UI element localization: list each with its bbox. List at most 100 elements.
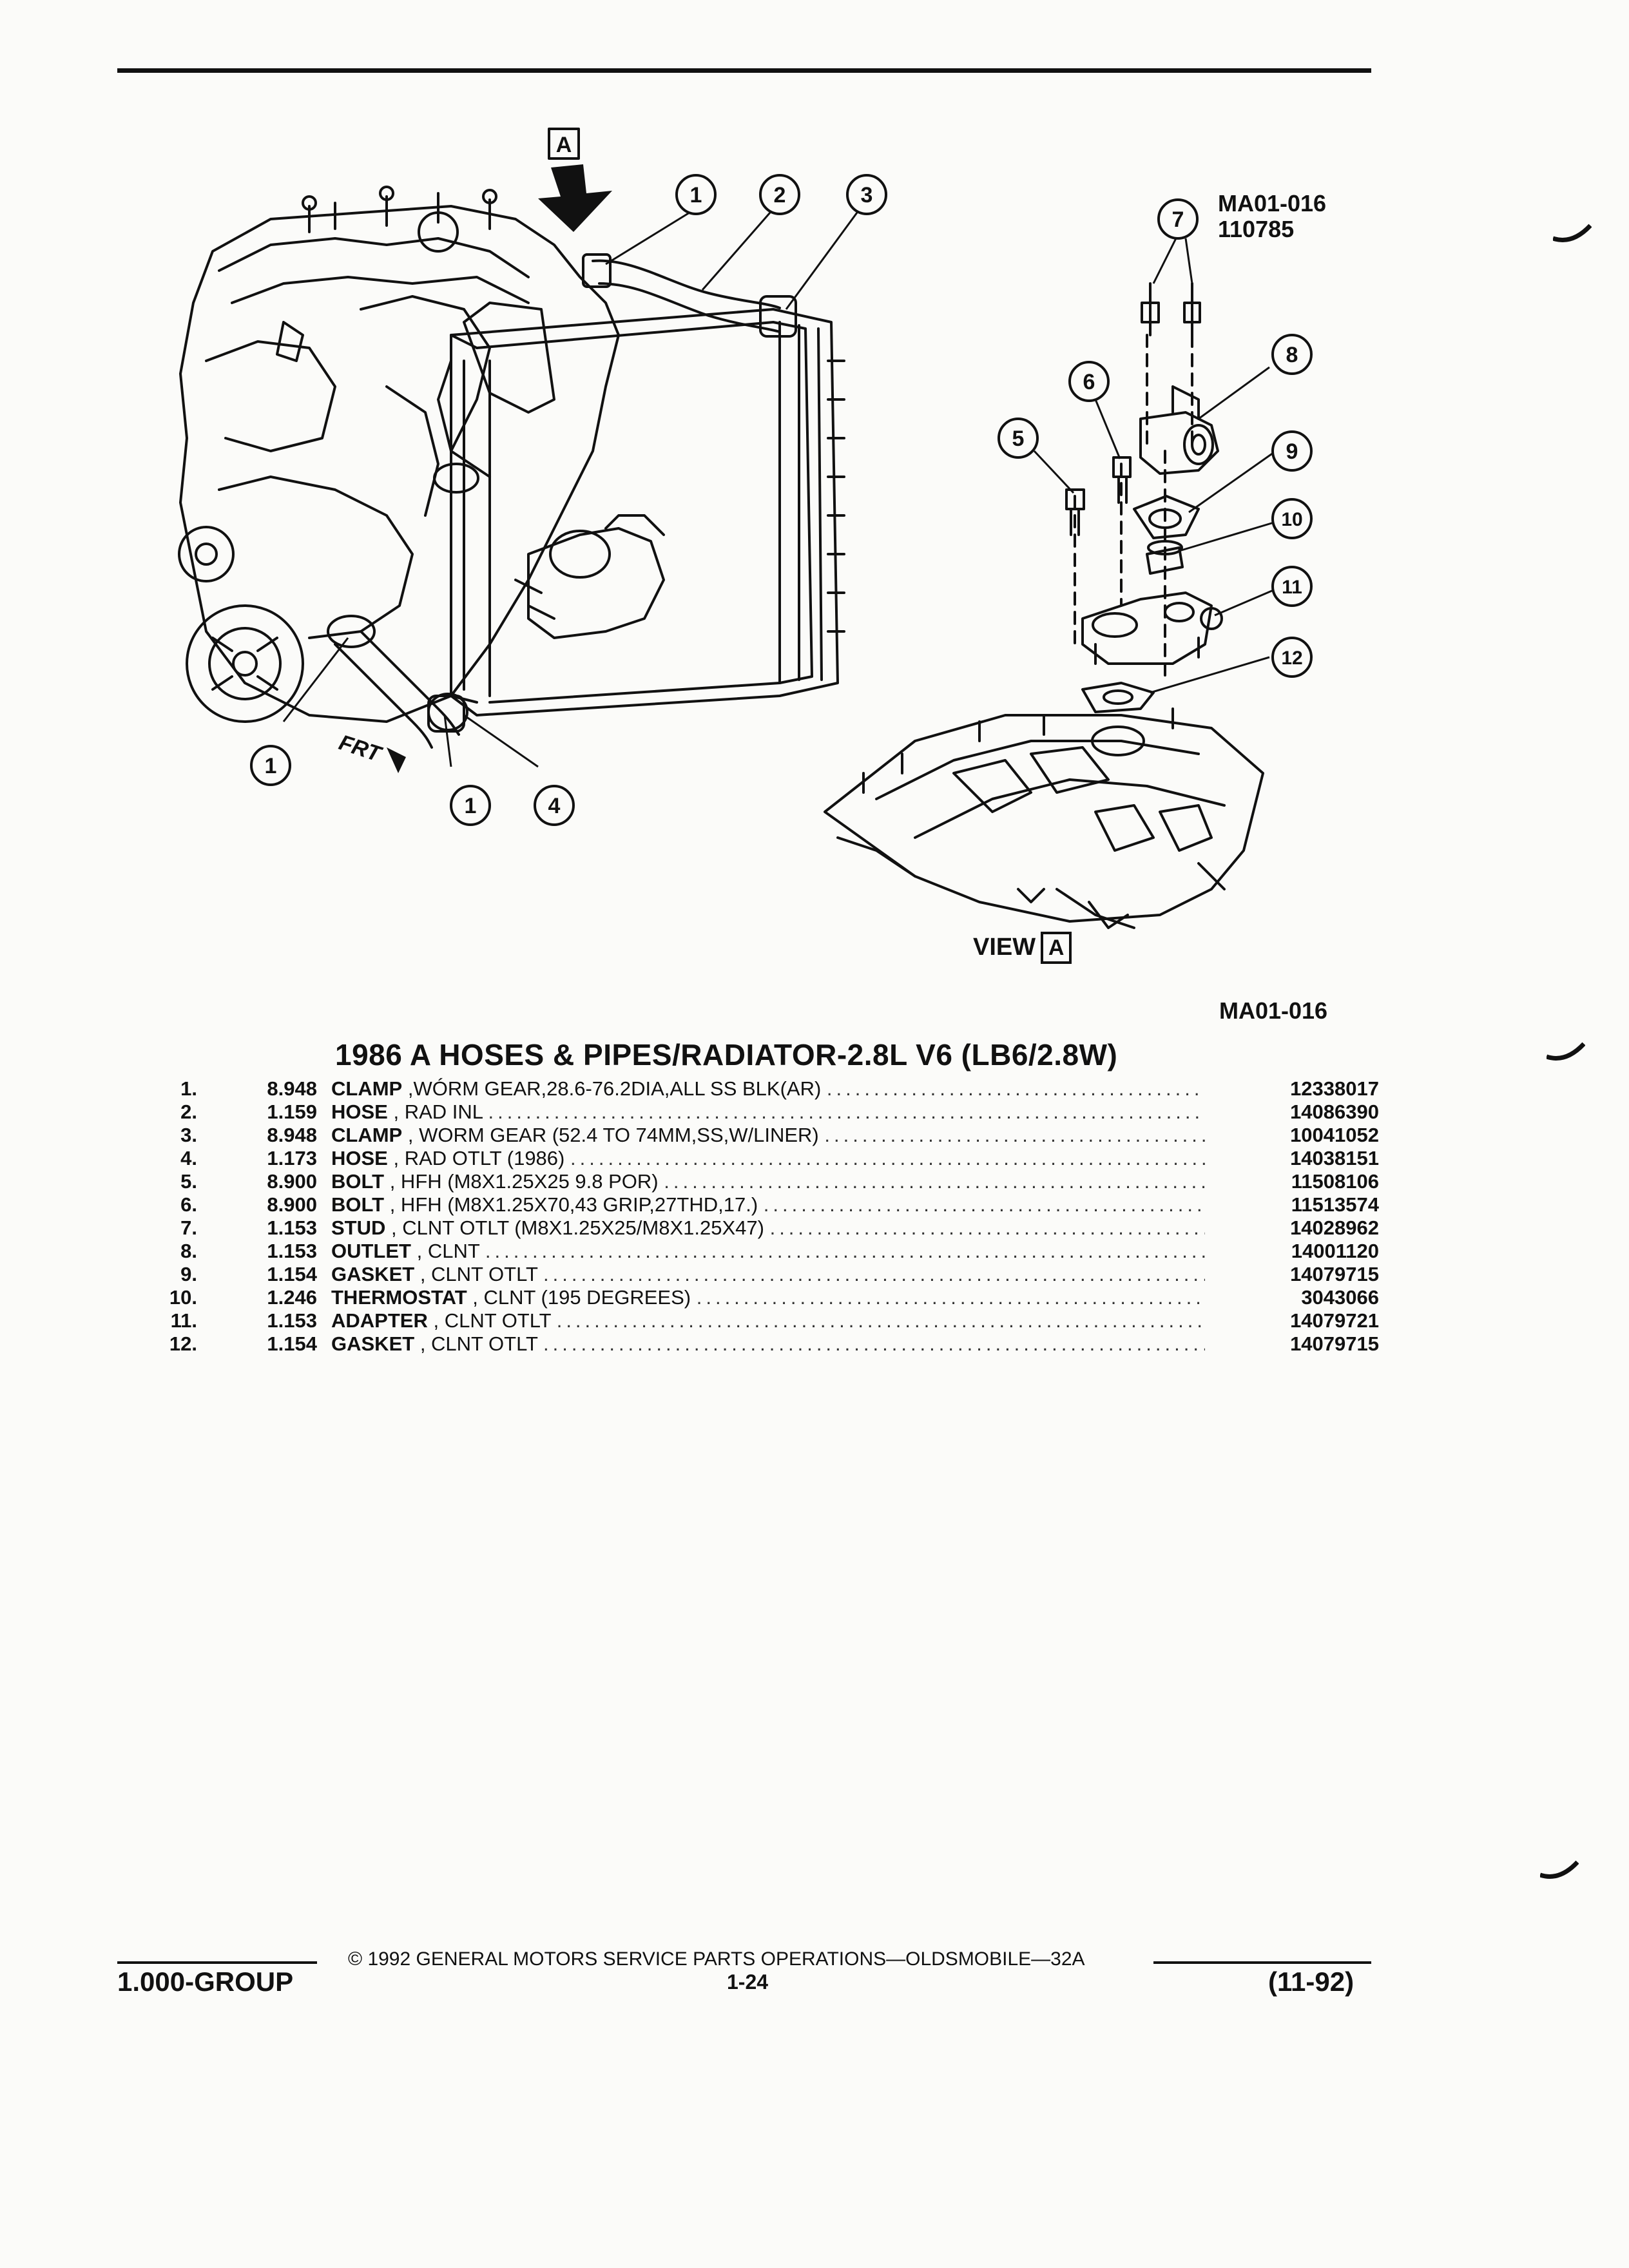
callout-12: 12 (1281, 648, 1302, 669)
part-spec: , CLNT OTLT (419, 1263, 538, 1285)
part-number: 3043066 (1301, 1286, 1379, 1309)
part-description: ADAPTER , CLNT OTLT ....................… (331, 1309, 1205, 1332)
gasket-upper (1133, 495, 1200, 539)
part-description: STUD , CLNT OTLT (M8X1.25X25/M8X1.25X47)… (331, 1216, 1205, 1240)
callout-1-bottom: 1 (465, 794, 477, 818)
figure-code: MA01-016 (1218, 190, 1327, 216)
part-name: GASKET (331, 1332, 415, 1355)
group-code: 8.900 (267, 1170, 317, 1193)
group-code: 1.173 (267, 1147, 317, 1169)
item-number: 8. (180, 1240, 197, 1262)
group-code: 1.154 (267, 1263, 317, 1285)
part-name: HOSE (331, 1100, 388, 1123)
radiator (450, 308, 839, 716)
part-spec: ,WÓRM GEAR,28.6-76.2DIA,ALL SS BLK(AR) (407, 1077, 822, 1100)
group-code: 1.159 (267, 1100, 317, 1123)
part-description: BOLT , HFH (M8X1.25X70,43 GRIP,27THD,17.… (331, 1193, 1205, 1216)
dot-leader: ........................................… (826, 1077, 1205, 1100)
callout-1-left: 1 (265, 754, 277, 778)
table-row: 1. 8.948 CLAMP ,WÓRM GEAR,28.6-76.2DIA,ALL… (155, 1077, 1379, 1100)
part-name: ADAPTER (331, 1309, 428, 1332)
view-word: VIEW (973, 934, 1036, 961)
part-name: HOSE (331, 1147, 388, 1169)
thermostat (1146, 546, 1184, 575)
footer-page-number: 1-24 (727, 1970, 769, 1994)
callout-3: 3 (861, 183, 873, 207)
table-row: 9. 1.154 GASKET , CLNT OTLT ..............… (155, 1263, 1379, 1286)
dot-leader: ........................................… (763, 1193, 1205, 1216)
section-title: 1986 A HOSES & PIPES/RADIATOR-2.8L V6 (L… (335, 1038, 1118, 1072)
coolant-adapter (1081, 591, 1213, 665)
binder-hole-mark (1540, 1860, 1579, 1879)
part-name: THERMOSTAT (331, 1286, 467, 1309)
callout-9: 9 (1286, 439, 1298, 464)
binder-hole-mark (1553, 224, 1592, 242)
part-number: 12338017 (1290, 1077, 1379, 1100)
part-spec: , HFH (M8X1.25X70,43 GRIP,27THD,17.) (389, 1193, 758, 1216)
part-number: 14086390 (1290, 1100, 1379, 1123)
callout-5: 5 (1012, 427, 1025, 451)
upper-hose (592, 259, 781, 309)
lower-hose (360, 630, 460, 736)
outlet-housing (1139, 411, 1219, 475)
view-a-arrow-box (548, 128, 580, 160)
item-number: 11. (170, 1309, 197, 1332)
part-description: GASKET , CLNT OTLT .....................… (331, 1263, 1205, 1286)
footer-date: (11-92) (1268, 1966, 1354, 1997)
item-number: 5. (180, 1170, 197, 1193)
dot-leader: ........................................… (696, 1286, 1205, 1309)
part-number: 14028962 (1290, 1216, 1379, 1239)
callout-8: 8 (1286, 343, 1298, 367)
part-spec: , WORM GEAR (52.4 TO 74MM,SS,W/LINER) (407, 1124, 819, 1146)
intake-manifold (824, 714, 1264, 923)
part-description: CLAMP ,WÓRM GEAR,28.6-76.2DIA,ALL SS BLK… (331, 1077, 1205, 1100)
dot-leader: ........................................… (543, 1263, 1205, 1285)
front-arrow (387, 747, 406, 773)
group-code: 8.948 (267, 1077, 317, 1100)
part-spec: , CLNT OTLT (433, 1309, 552, 1332)
callout-11: 11 (1282, 577, 1302, 598)
part-number: 14079715 (1290, 1332, 1379, 1355)
dot-leader: ........................................… (488, 1100, 1206, 1123)
callout-7: 7 (1172, 207, 1184, 232)
starter-motor (527, 527, 665, 639)
part-name: STUD (331, 1216, 386, 1239)
group-code: 1.153 (267, 1309, 317, 1332)
part-name: CLAMP (331, 1077, 403, 1100)
binder-hole-mark (1547, 1042, 1585, 1061)
footer-group: 1.000-GROUP (117, 1966, 294, 1997)
part-spec: , CLNT OTLT (M8X1.25X25/M8X1.25X47) (391, 1216, 764, 1239)
part-description: THERMOSTAT , CLNT (195 DEGREES) ........… (331, 1286, 1205, 1309)
view-a-arrow (538, 164, 612, 232)
part-name: BOLT (331, 1170, 385, 1193)
item-number: 12. (169, 1332, 197, 1355)
part-number: 14001120 (1291, 1240, 1379, 1262)
group-code: 1.153 (267, 1240, 317, 1262)
top-rule (117, 68, 1371, 73)
parts-list: 1. 8.948 CLAMP ,WÓRM GEAR,28.6-76.2DIA,ALL… (155, 1077, 1379, 1356)
part-description: GASKET , CLNT OTLT .....................… (331, 1332, 1205, 1356)
group-code: 8.948 (267, 1124, 317, 1146)
part-number: 14079715 (1290, 1263, 1379, 1285)
item-number: 7. (180, 1216, 197, 1239)
dot-leader: ........................................… (556, 1309, 1205, 1332)
item-number: 9. (180, 1263, 197, 1285)
part-spec: , CLNT OTLT (419, 1332, 538, 1355)
view-letter-box: A (1041, 932, 1072, 964)
dot-leader: ........................................… (570, 1147, 1205, 1169)
footer-rule-right (1153, 1961, 1371, 1964)
part-spec: , HFH (M8X1.25X25 9.8 POR) (389, 1170, 659, 1193)
part-description: CLAMP , WORM GEAR (52.4 TO 74MM,SS,W/LIN… (331, 1124, 1205, 1147)
item-number: 1. (180, 1077, 197, 1100)
group-code: 1.154 (267, 1332, 317, 1355)
engine-pulley (186, 604, 304, 723)
part-number: 11513574 (1291, 1193, 1379, 1216)
table-row: 11. 1.153 ADAPTER , CLNT OTLT ............… (155, 1309, 1379, 1332)
part-spec: , RAD OTLT (1986) (393, 1147, 565, 1169)
callout-6: 6 (1083, 370, 1095, 394)
